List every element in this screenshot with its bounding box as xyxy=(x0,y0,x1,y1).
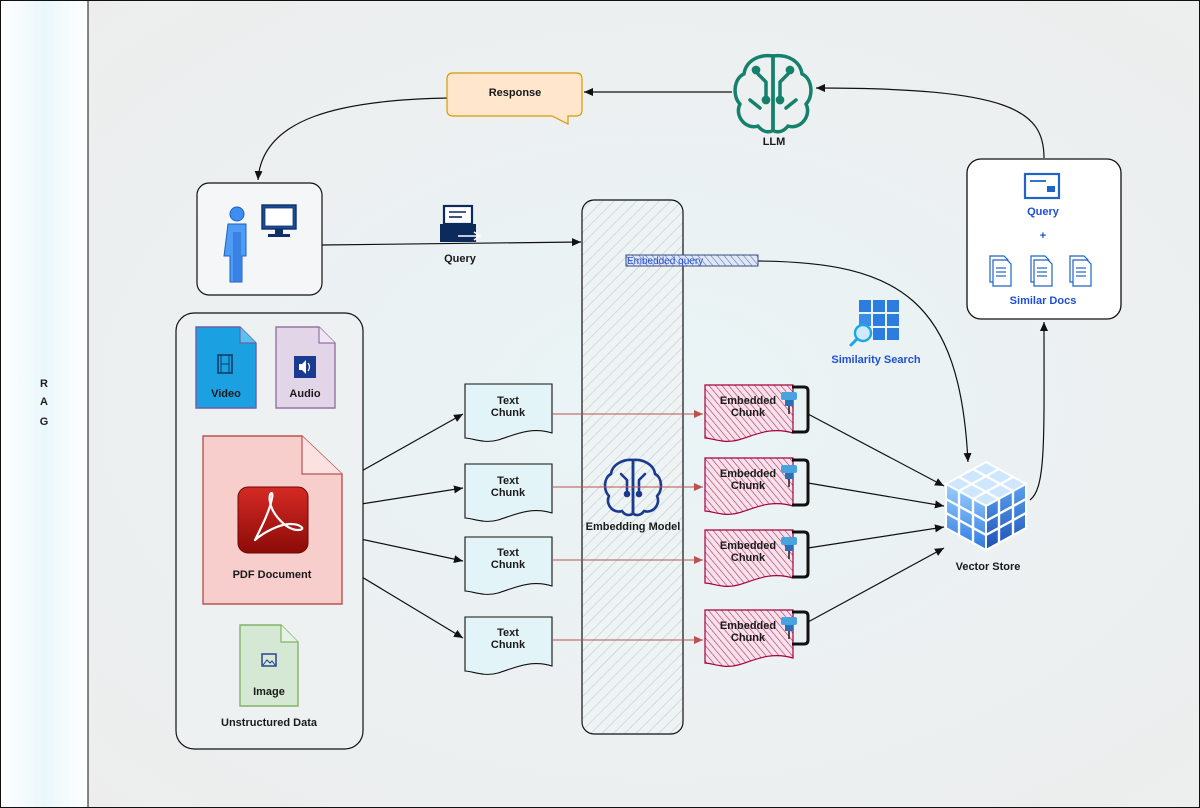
embedded-chunk-label: Chunk xyxy=(731,480,766,492)
text-chunk-label: Text xyxy=(497,475,519,487)
embedded-chunk-label: Embedded xyxy=(720,395,776,407)
embedded-query-label: Embedded query xyxy=(627,256,703,267)
embedded-chunk[interactable]: Embedded Chunk xyxy=(704,529,810,587)
documents-icon xyxy=(989,255,1092,287)
unstructured-data-caption: Unstructured Data xyxy=(221,717,318,729)
video-label: Video xyxy=(211,388,241,400)
similarity-search-icon xyxy=(849,300,899,347)
prompt-to-llm-arrow xyxy=(815,84,1045,159)
query-label: Query xyxy=(444,253,477,265)
pdf-icon xyxy=(237,486,309,554)
prompt-query-label: Query xyxy=(1027,206,1060,218)
query-document-icon xyxy=(1023,172,1061,200)
llm-brain-icon xyxy=(733,53,813,134)
response-bubble: Response xyxy=(446,72,583,125)
text-chunk-label: Chunk xyxy=(491,639,526,651)
text-chunk-label: Chunk xyxy=(491,487,526,499)
vector-store-cube-icon xyxy=(943,460,1029,552)
rag-letter: A xyxy=(40,396,48,408)
vise-clamp-icon xyxy=(781,530,810,579)
chunk-to-store-arrow xyxy=(807,413,945,487)
text-chunk-label: Text xyxy=(497,547,519,559)
vector-store-label: Vector Store xyxy=(956,561,1021,573)
embedded-chunk[interactable]: Embedded Chunk xyxy=(704,384,810,442)
text-chunk-label: Chunk xyxy=(491,407,526,419)
text-chunk[interactable]: Text Chunk xyxy=(464,383,553,442)
query-arrow xyxy=(321,238,582,247)
plus-sign: + xyxy=(1040,230,1046,242)
text-chunk[interactable]: Text Chunk xyxy=(464,616,553,675)
picture-icon xyxy=(261,653,277,667)
augmented-prompt-box: Query + Similar Docs xyxy=(966,158,1122,320)
response-to-user-arrow xyxy=(254,97,449,181)
image-file[interactable]: Image xyxy=(239,624,299,707)
embedded-query-arrow xyxy=(757,260,972,463)
text-chunk[interactable]: Text Chunk xyxy=(464,463,553,522)
rag-letter: G xyxy=(40,416,49,428)
rag-letter: R xyxy=(40,378,48,390)
response-label: Response xyxy=(489,87,542,99)
vise-clamp-icon xyxy=(781,610,810,646)
text-chunk-label: Text xyxy=(497,395,519,407)
pdf-label: PDF Document xyxy=(233,569,312,581)
pdf-document-file[interactable]: PDF Document xyxy=(202,435,343,605)
embedding-model-label: Embedding Model xyxy=(586,521,681,533)
similarity-search-label: Similarity Search xyxy=(831,354,921,366)
text-chunk-label: Text xyxy=(497,627,519,639)
embedded-chunk-label: Embedded xyxy=(720,468,776,480)
chunk-to-store-arrow xyxy=(807,547,945,623)
embedded-chunk[interactable]: Embedded Chunk xyxy=(704,457,810,515)
query-inbox-icon xyxy=(440,204,482,242)
user-icon xyxy=(223,206,247,283)
unstructured-data-container: Video Audio PDF Document xyxy=(175,312,364,750)
embedded-chunk-label: Chunk xyxy=(731,632,766,644)
computer-monitor-icon xyxy=(261,204,297,237)
audio-label: Audio xyxy=(289,388,320,400)
film-icon xyxy=(217,354,233,374)
embedded-chunk-label: Embedded xyxy=(720,540,776,552)
user-box[interactable] xyxy=(196,182,323,296)
chunk-to-store-arrow xyxy=(807,524,945,549)
vise-clamp-icon xyxy=(781,385,810,434)
video-file[interactable]: Video xyxy=(195,326,257,409)
vise-clamp-icon xyxy=(781,458,810,507)
embedded-chunk[interactable]: Embedded Chunk xyxy=(704,609,810,667)
embedded-chunk-label: Chunk xyxy=(731,407,766,419)
similar-docs-label: Similar Docs xyxy=(1010,295,1077,307)
embedded-query-bar: Embedded query xyxy=(625,254,759,267)
side-lane xyxy=(0,0,88,808)
embedded-chunk-label: Embedded xyxy=(720,620,776,632)
speaker-icon xyxy=(294,356,316,378)
text-chunk[interactable]: Text Chunk xyxy=(464,536,553,595)
store-to-prompt-arrow xyxy=(1029,321,1049,501)
audio-file[interactable]: Audio xyxy=(275,326,336,409)
llm-label: LLM xyxy=(763,136,786,148)
embedded-chunk-label: Chunk xyxy=(731,552,766,564)
image-label: Image xyxy=(253,686,285,698)
chunk-to-store-arrow xyxy=(807,482,945,509)
text-chunk-label: Chunk xyxy=(491,559,526,571)
